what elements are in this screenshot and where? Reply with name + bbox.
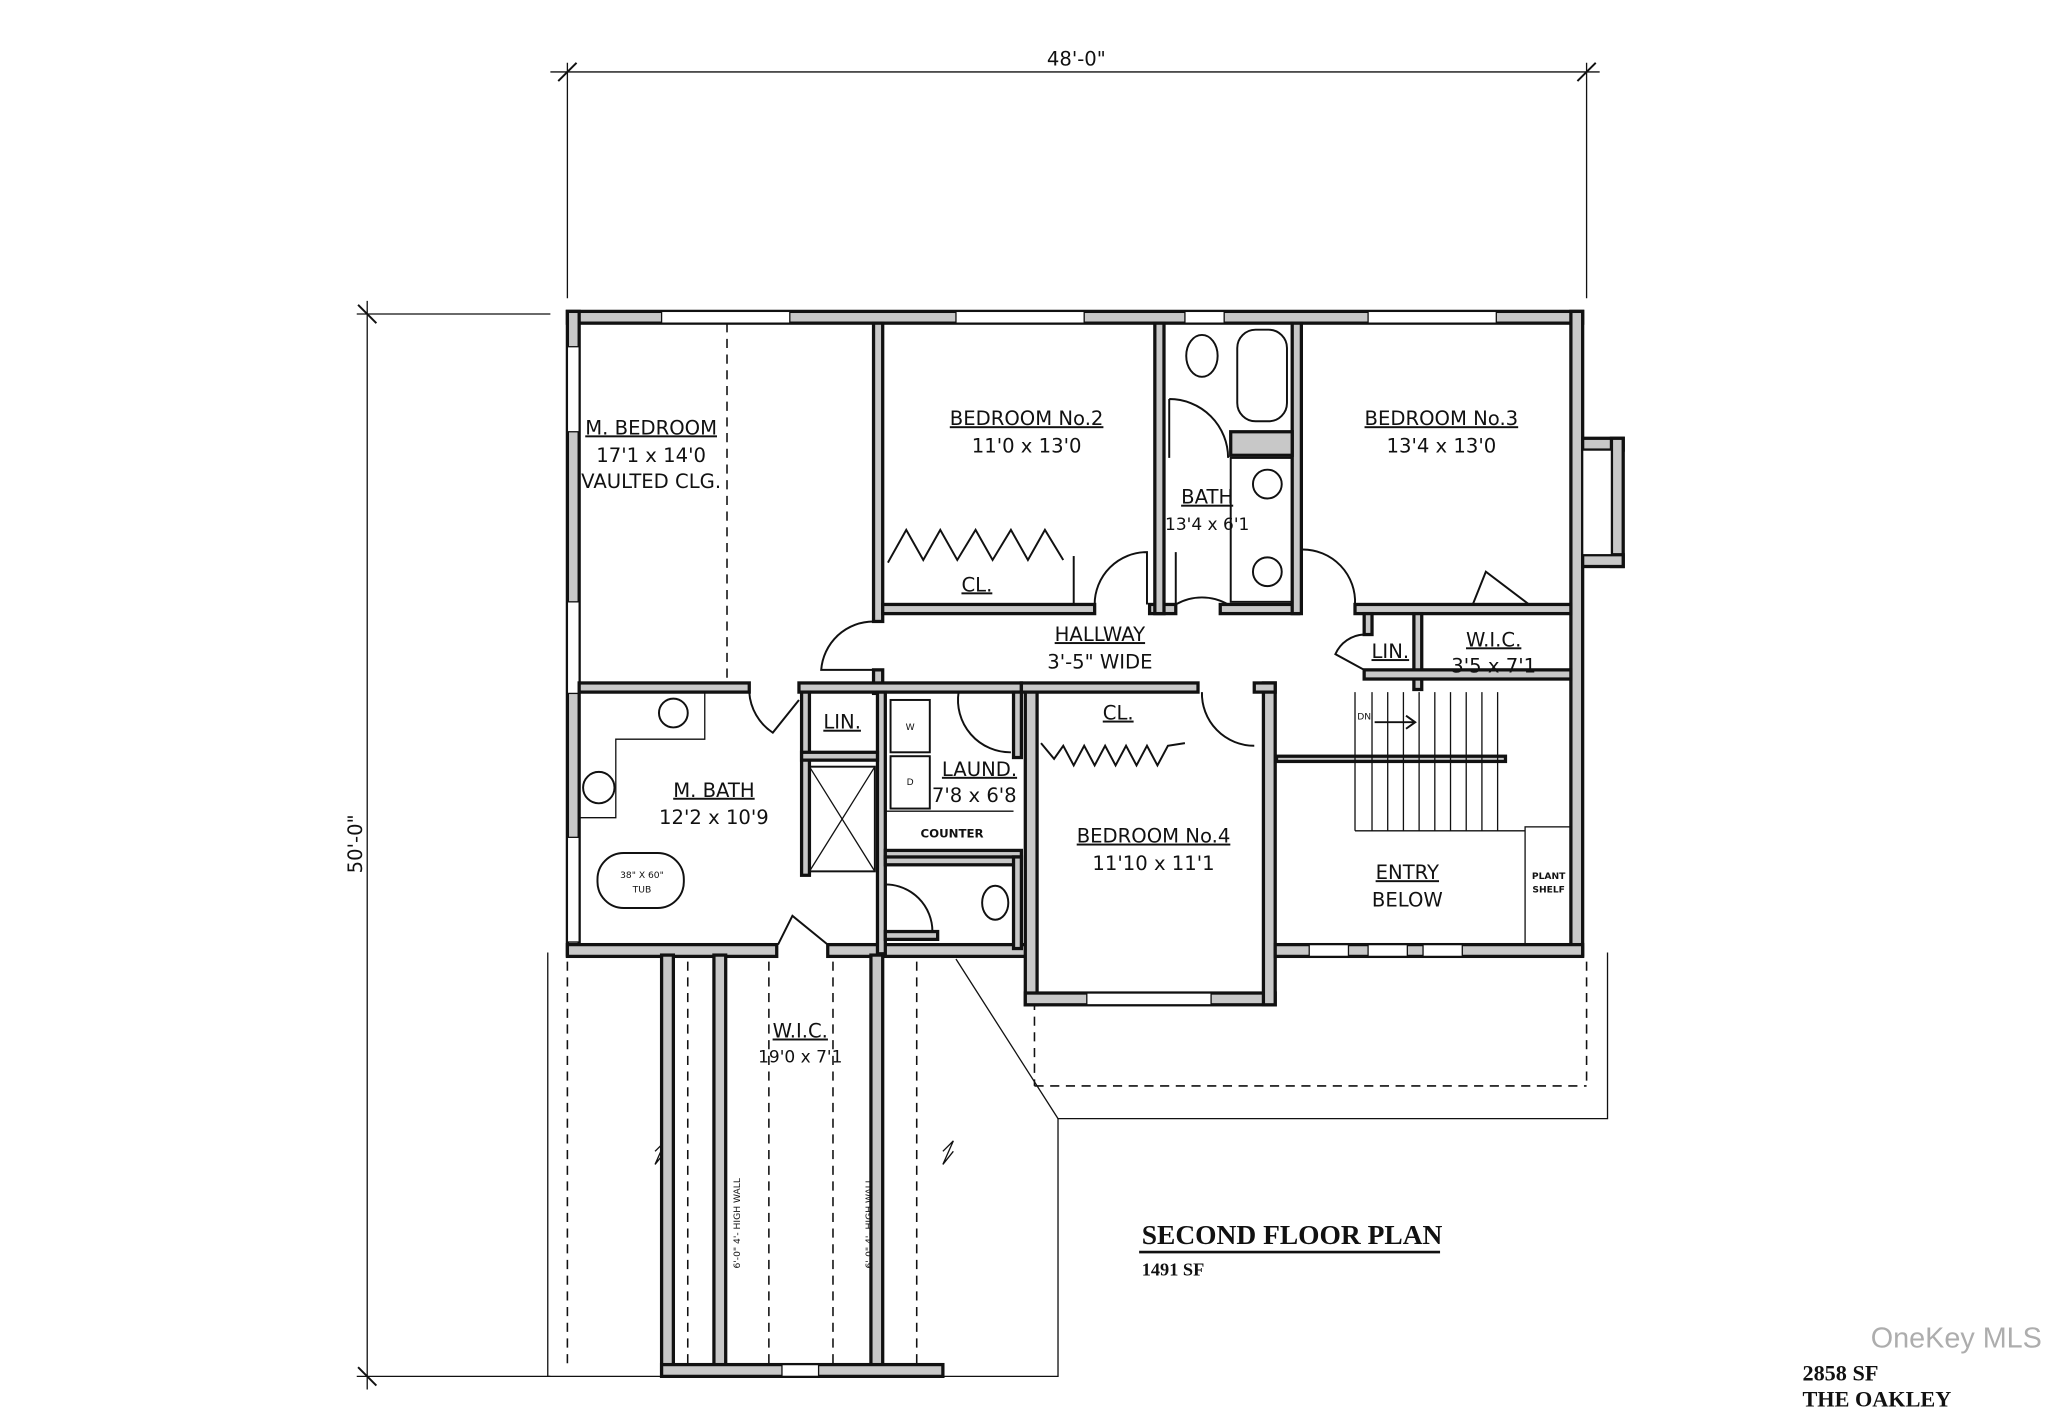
bathtub-icon	[1236, 328, 1288, 423]
master-bedroom-note: VAULTED CLG.	[581, 470, 721, 493]
hallway-size: 3'-5" WIDE	[1047, 651, 1152, 674]
sink-icon	[582, 770, 616, 805]
bedroom4-closet-label: CL.	[1103, 702, 1134, 725]
stairs-down-label: DN	[1357, 713, 1371, 723]
bath-size: 13'4 x 6'1	[1165, 515, 1249, 535]
wic2-name: W.I.C.	[773, 1020, 828, 1043]
wic1-name: W.I.C.	[1466, 628, 1521, 651]
staircase: DN	[1354, 692, 1526, 832]
linen2-name: LIN.	[823, 711, 861, 734]
room-labels: M. BEDROOM 17'1 x 14'0 VAULTED CLG. BEDR…	[581, 407, 1566, 1067]
plant-shelf-label: PLANT	[1532, 872, 1566, 882]
plan-area: 1491 SF	[1142, 1260, 1205, 1280]
bedroom4-name: BEDROOM No.4	[1077, 825, 1231, 848]
washer-icon	[889, 698, 931, 754]
watermark: OneKey MLS	[1871, 1323, 2042, 1355]
entry-below: BELOW	[1372, 889, 1443, 912]
attic-area: 6'-0" 4'- HIGH WALL 6'-0" 4'- HIGH WALL	[547, 952, 1609, 1378]
linen1-name: LIN.	[1372, 640, 1410, 663]
width-label: 48'-0"	[1047, 47, 1106, 70]
entry-name: ENTRY	[1376, 861, 1440, 884]
wic1-size: 3'5 x 7'1	[1451, 654, 1536, 677]
bedroom2-name: BEDROOM No.2	[950, 407, 1104, 430]
tub-label: TUB	[632, 885, 652, 895]
master-bath-name: M. BATH	[673, 779, 754, 802]
wic2-size: 19'0 x 7'1	[758, 1047, 842, 1067]
shower-icon	[808, 765, 876, 873]
dryer-icon	[889, 755, 931, 810]
toilet-icon	[1185, 333, 1219, 378]
interior-walls	[577, 321, 1573, 956]
total-area: 2858 SF	[1802, 1360, 1878, 1385]
bedroom3-size: 13'4 x 13'0	[1386, 435, 1496, 458]
sink-icon	[1251, 468, 1283, 500]
sink-icon	[657, 697, 689, 729]
washer-label: W	[906, 723, 915, 733]
counter-label: COUNTER	[920, 826, 983, 840]
bedroom2-closet-label: CL.	[961, 573, 992, 596]
model-name: THE OAKLEY	[1802, 1386, 1951, 1411]
sink-icon	[1251, 556, 1283, 588]
bath-name: BATH	[1181, 486, 1233, 509]
toilet-icon	[981, 884, 1010, 921]
master-bedroom-name: M. BEDROOM	[585, 416, 717, 439]
master-bath-size: 12'2 x 10'9	[659, 806, 769, 829]
plant-shelf-label-2: SHELF	[1532, 885, 1565, 895]
windows	[566, 310, 1613, 1378]
plan-title: SECOND FLOOR PLAN	[1142, 1220, 1443, 1250]
depth-dimension: 50'-0"	[344, 300, 551, 1390]
bedroom2-size: 11'0 x 13'0	[972, 435, 1082, 458]
bedroom4-size: 11'10 x 11'1	[1092, 852, 1214, 875]
attic-wall-note-left: 6'-0" 4'- HIGH WALL	[733, 1177, 743, 1268]
dryer-label: D	[907, 778, 914, 788]
fixtures: 38" X 60" TUB W D DN	[579, 323, 1572, 946]
tub-size-label: 38" X 60"	[620, 871, 664, 881]
bedroom3-name: BEDROOM No.3	[1365, 407, 1519, 430]
width-dimension: 48'-0"	[550, 47, 1600, 299]
depth-label: 50'-0"	[344, 814, 367, 873]
laundry-name: LAUND.	[942, 758, 1017, 781]
title-block: SECOND FLOOR PLAN 1491 SF OneKey MLS 285…	[1139, 1220, 2042, 1411]
tub-icon	[596, 852, 685, 909]
hallway-name: HALLWAY	[1055, 623, 1146, 646]
laundry-size: 7'8 x 6'8	[932, 784, 1017, 807]
master-bedroom-size: 17'1 x 14'0	[596, 444, 706, 467]
